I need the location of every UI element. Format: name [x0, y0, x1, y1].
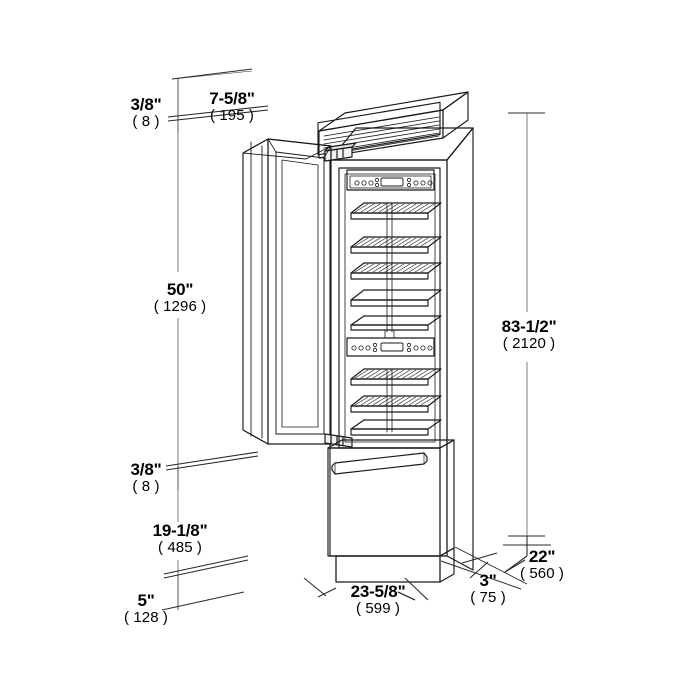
dim-label-top-clearance: 3/8" ( 8 )	[113, 96, 179, 130]
lower-zone-wine-shelves	[350, 368, 442, 436]
dim-imperial-top-clearance: 3/8"	[130, 95, 162, 114]
dim-imperial-door-opening-height: 50"	[166, 280, 194, 299]
lower-buttons	[351, 342, 433, 353]
cabinet-right-side-panel	[446, 127, 474, 571]
bottom-storage-drawer	[327, 439, 455, 557]
wine-shelf	[350, 289, 442, 307]
wine-shelf	[350, 368, 442, 386]
dimline-overall-width	[317, 587, 416, 601]
lower-display	[380, 342, 404, 352]
extension-lines-left	[161, 68, 269, 611]
upper-display	[380, 177, 404, 187]
dim-imperial-toe-kick-height: 5"	[137, 591, 155, 610]
dim-label-top-grille-height: 7-5/8" ( 195 )	[188, 90, 276, 124]
upper-zone-wine-shelves	[350, 202, 442, 339]
dim-imperial-overall-depth: 22"	[528, 547, 556, 566]
dim-metric-drawer-height: ( 485 )	[157, 538, 203, 556]
open-glass-door	[242, 138, 332, 445]
dim-label-overall-width: 23-5/8" ( 599 )	[330, 583, 426, 617]
wine-shelf	[350, 419, 442, 436]
upper-buttons	[354, 177, 433, 188]
dim-metric-door-opening-height: ( 1296 )	[153, 297, 207, 315]
wine-shelf	[350, 395, 442, 413]
wine-shelf	[350, 236, 442, 254]
dim-label-overall-depth: 22" ( 560 )	[506, 548, 578, 582]
dim-imperial-toe-kick-recess: 3"	[479, 571, 497, 590]
dimline-overall-depth	[503, 536, 551, 573]
drawer-handle	[331, 452, 428, 475]
dim-metric-top-grille-height: ( 195 )	[209, 106, 255, 124]
dim-label-toe-kick-height: 5" ( 128 )	[110, 592, 182, 626]
top-grille-body	[318, 91, 469, 159]
dim-imperial-overall-width: 23-5/8"	[350, 582, 406, 601]
dim-imperial-lower-clearance: 3/8"	[130, 460, 162, 479]
dim-metric-overall-height: ( 2120 )	[502, 334, 556, 352]
lower-control-panel	[346, 337, 435, 357]
dim-metric-top-clearance: ( 8 )	[132, 112, 160, 130]
wine-shelf	[350, 315, 442, 331]
dim-label-toe-kick-recess: 3" ( 75 )	[460, 572, 516, 606]
dim-metric-lower-clearance: ( 8 )	[132, 477, 160, 495]
dim-metric-toe-kick-recess: ( 75 )	[470, 588, 506, 606]
dim-label-lower-clearance: 3/8" ( 8 )	[113, 461, 179, 495]
dim-metric-overall-width: ( 599 )	[355, 599, 401, 617]
wine-shelf	[350, 202, 442, 220]
dim-metric-toe-kick-height: ( 128 )	[123, 608, 169, 626]
dim-imperial-top-grille-height: 7-5/8"	[209, 89, 255, 108]
dim-metric-overall-depth: ( 560 )	[519, 564, 565, 582]
wine-shelf	[350, 262, 442, 280]
upper-control-panel	[346, 169, 435, 191]
dim-label-overall-height: 83-1/2" ( 2120 )	[483, 318, 575, 352]
cabinet-top-face	[329, 127, 474, 161]
dimline-toe-kick-recess	[440, 546, 528, 590]
dim-imperial-drawer-height: 19-1/8"	[152, 521, 208, 540]
dim-label-door-opening-height: 50" ( 1296 )	[138, 281, 222, 315]
dim-imperial-overall-height: 83-1/2"	[501, 317, 557, 336]
toe-kick-base	[335, 547, 455, 583]
dim-label-drawer-height: 19-1/8" ( 485 )	[132, 522, 228, 556]
